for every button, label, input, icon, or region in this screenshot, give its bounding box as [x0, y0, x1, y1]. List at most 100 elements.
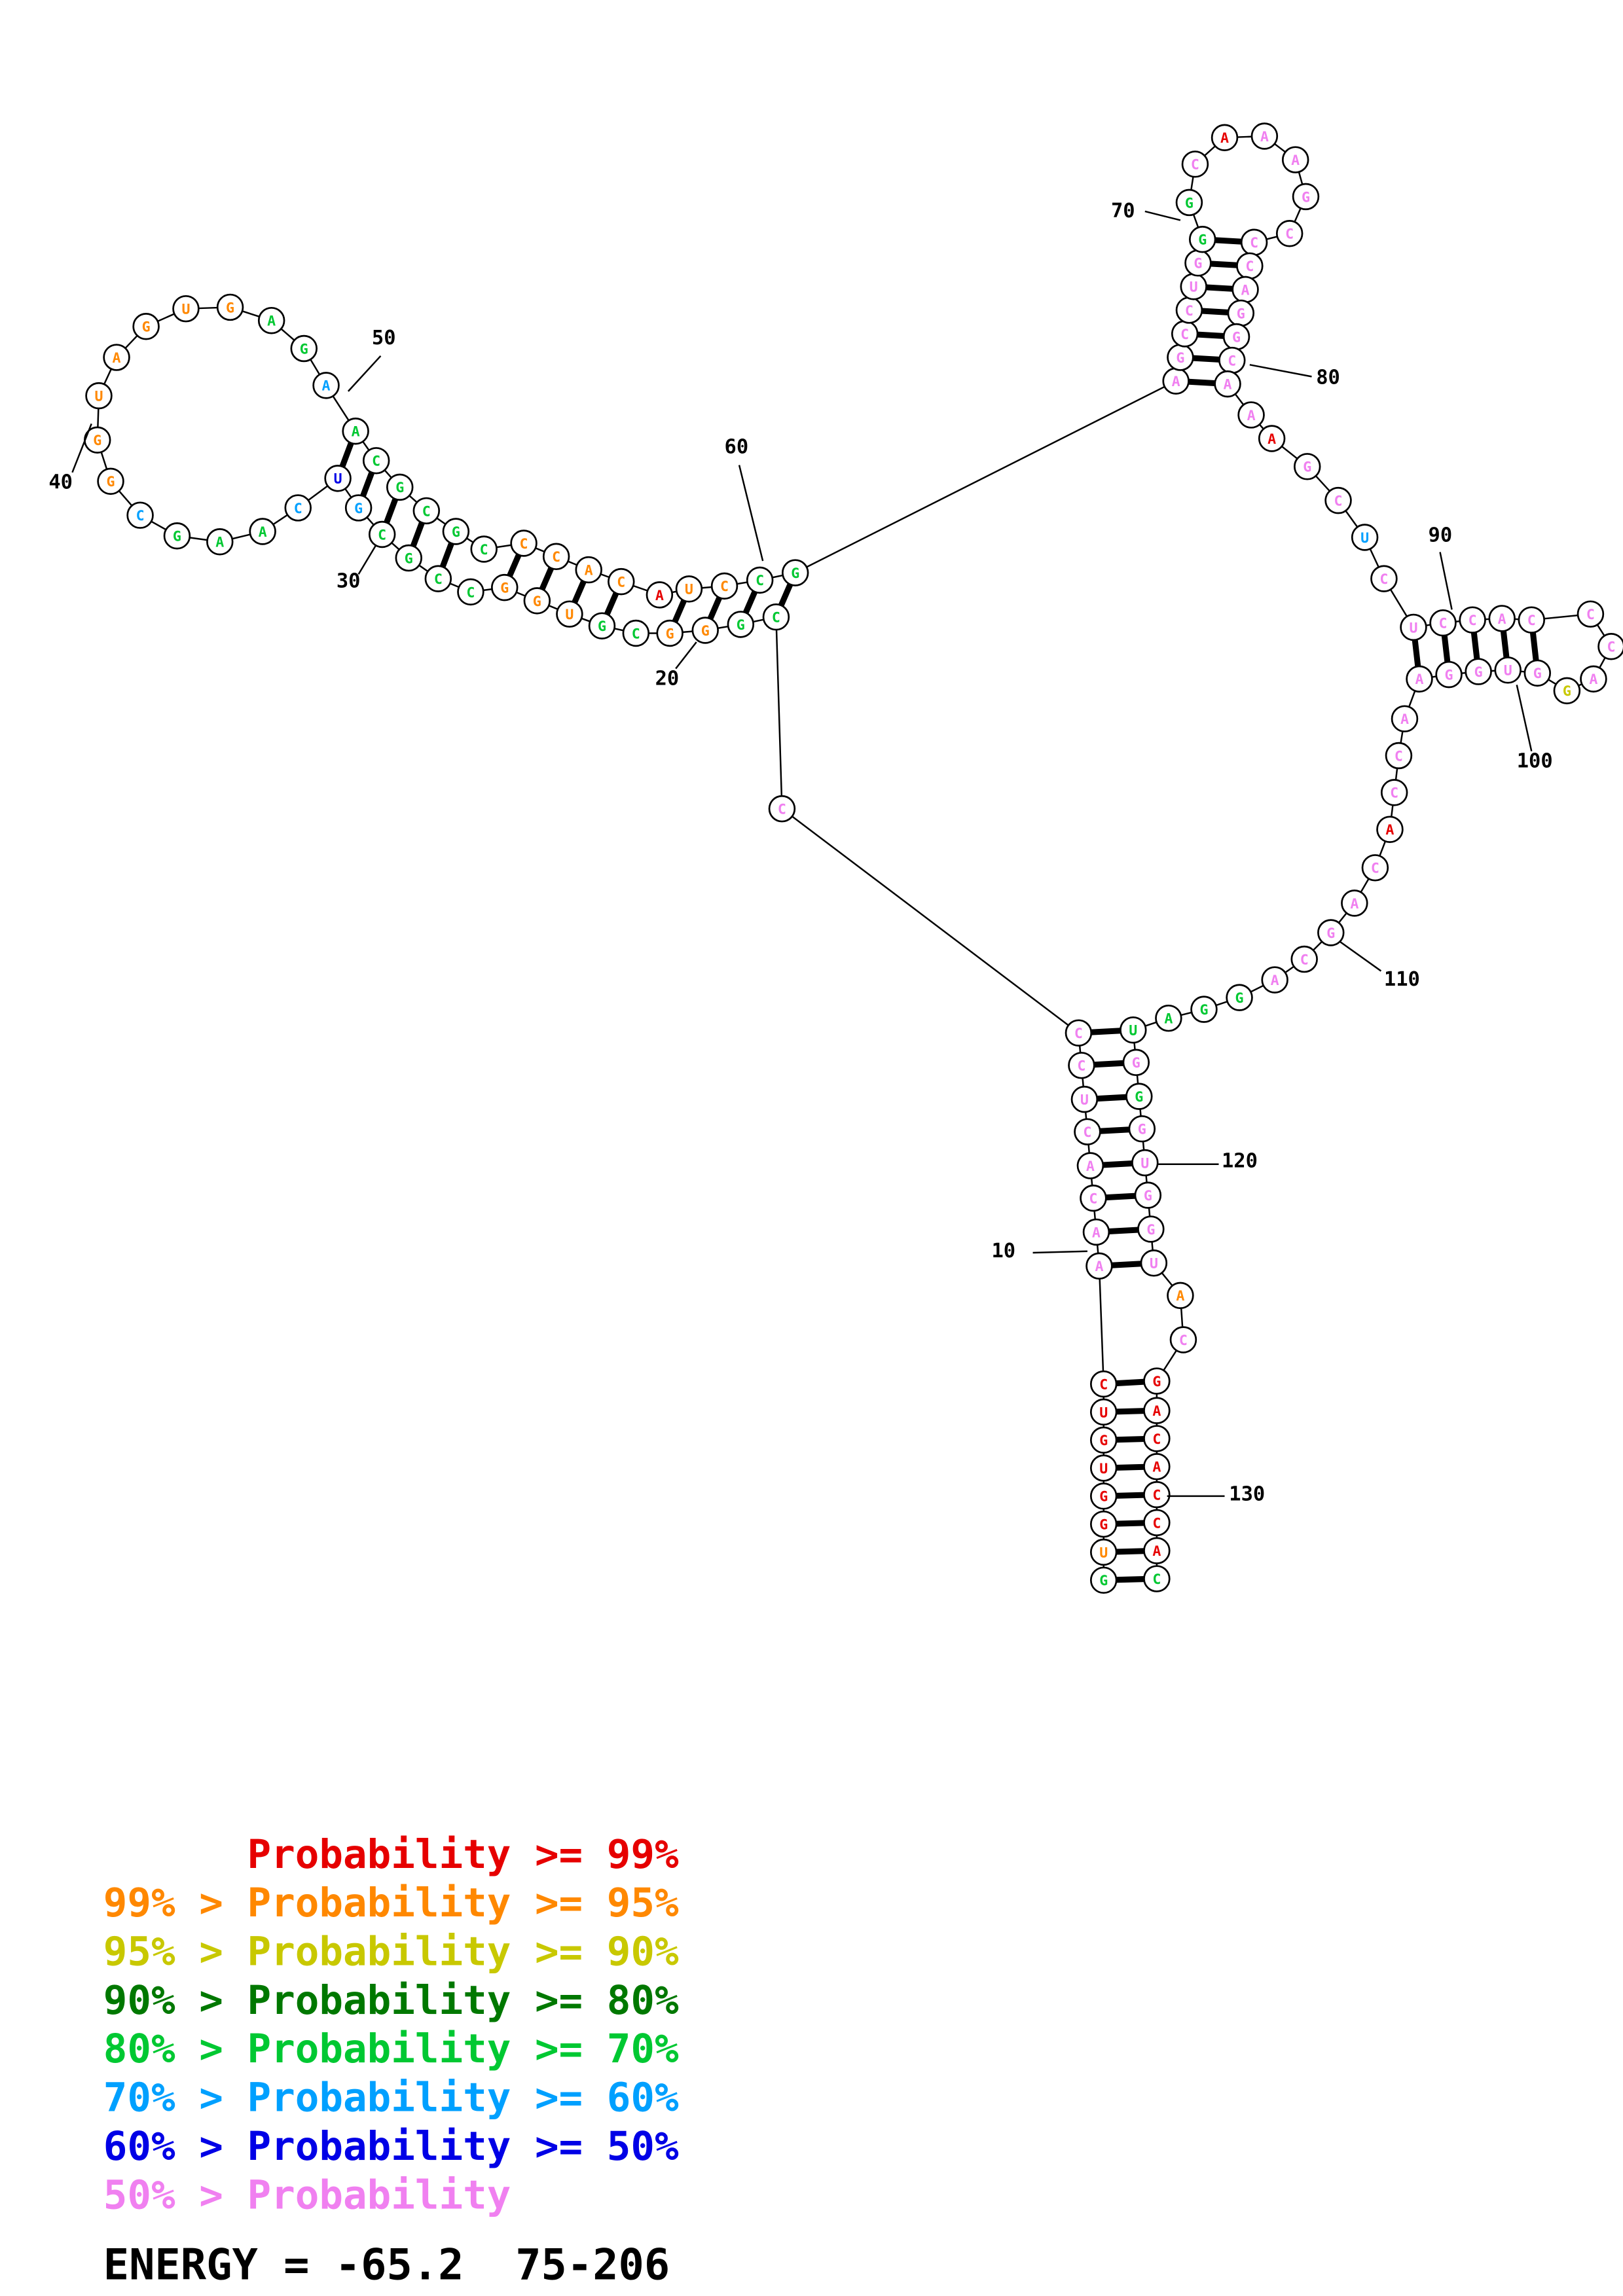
nucleotide-33: C — [284, 494, 312, 522]
nucleotide-37: C — [126, 501, 154, 529]
nucleotide-124: A — [1167, 1282, 1194, 1310]
nucleotide-letter: G — [1099, 1517, 1108, 1534]
nucleotide-circle — [1459, 606, 1486, 634]
nucleotide-circle — [1292, 183, 1320, 211]
nucleotide-letter: G — [395, 480, 404, 496]
nucleotide-63: A — [1162, 367, 1190, 395]
nucleotide-letter: A — [1385, 822, 1394, 838]
nucleotide-21: G — [656, 619, 684, 647]
nucleotide-circle — [542, 543, 570, 571]
nucleotide-circle — [1258, 425, 1286, 452]
nucleotide-34: A — [249, 518, 276, 545]
position-label-text: 120 — [1222, 1149, 1258, 1172]
nucleotide-letter: G — [1132, 1055, 1140, 1071]
nucleotide-circle — [1167, 1282, 1194, 1310]
position-label-70: 70 — [1111, 200, 1181, 223]
nucleotide-letter: C — [1089, 1191, 1097, 1208]
nucleotide-letter: A — [267, 314, 276, 330]
nucleotide-circle — [1370, 565, 1398, 592]
nucleotide-119: G — [1128, 1115, 1156, 1143]
nucleotide-letter: G — [1099, 1489, 1108, 1505]
nucleotide-letter: C — [1527, 613, 1536, 629]
nucleotide-28: C — [424, 565, 452, 592]
nucleotide-47: A — [312, 372, 340, 399]
nucleotide-9: A — [1085, 1252, 1113, 1280]
nucleotide-69: G — [1188, 226, 1216, 253]
nucleotide-56: A — [575, 556, 602, 584]
nucleotide-letter: G — [452, 524, 460, 541]
nucleotide-circle — [675, 575, 703, 603]
nucleotide-circle — [1518, 606, 1546, 634]
position-label-text: 110 — [1384, 968, 1420, 991]
nucleotide-circle — [1137, 1215, 1165, 1243]
nucleotide-letter: C — [552, 549, 560, 565]
nucleotide-circle — [126, 501, 154, 529]
backbone-segment — [795, 380, 1176, 574]
nucleotide-circle — [1089, 1566, 1118, 1594]
nucleotide-circle — [1074, 1118, 1101, 1145]
nucleotide-letter: A — [1247, 408, 1256, 424]
nucleotide-74: A — [1281, 146, 1309, 173]
nucleotide-letter: A — [1589, 672, 1597, 688]
nucleotide-circle — [1494, 656, 1522, 684]
nucleotide-4: G — [1089, 1482, 1118, 1510]
nucleotide-letter: U — [1140, 1155, 1149, 1172]
nucleotide-circle — [510, 529, 538, 557]
nucleotide-letter: C — [1152, 1487, 1161, 1503]
label-leader-line — [738, 465, 764, 562]
nucleotide-circle — [588, 612, 616, 639]
position-label-text: 80 — [1316, 367, 1340, 389]
nucleotide-circle — [1068, 1052, 1095, 1079]
nucleotide-circle — [691, 617, 719, 644]
nucleotide-letter: C — [1152, 1431, 1161, 1448]
nucleotide-letter: G — [666, 626, 674, 642]
position-label-130: 130 — [1167, 1483, 1265, 1506]
position-label-text: 130 — [1229, 1483, 1265, 1506]
nucleotide-circle — [656, 619, 684, 647]
nucleotide-circle — [1488, 605, 1516, 632]
nucleotide-23: G — [588, 612, 616, 639]
nucleotide-letter: G — [1326, 925, 1335, 942]
nucleotide-66: C — [1175, 296, 1203, 324]
nucleotide-circle — [1400, 613, 1427, 641]
nucleotide-circle — [216, 293, 244, 321]
nucleotide-101: G — [1465, 658, 1492, 685]
nucleotide-letter: A — [1415, 672, 1423, 688]
nucleotide-circle — [132, 312, 160, 340]
nucleotide-22: C — [622, 619, 650, 647]
position-label-30: 30 — [337, 544, 377, 593]
nucleotide-circle — [1120, 1016, 1147, 1044]
nucleotide-letter: U — [1409, 620, 1417, 636]
nucleotide-31: G — [344, 494, 373, 522]
probability-legend: Probability >= 99%99% > Probability >= 9… — [103, 1832, 679, 2290]
nucleotide-circle — [457, 578, 484, 606]
nucleotide-circle — [1169, 1326, 1197, 1354]
nucleotide-35: A — [206, 528, 234, 556]
nucleotide-circle — [1082, 1218, 1110, 1246]
energy-text: ENERGY = -65.2 75-206 — [103, 2240, 670, 2290]
nucleotide-letter: G — [405, 550, 413, 567]
nucleotide-11: C — [1080, 1184, 1107, 1212]
nucleotide-127: A — [1143, 1397, 1171, 1424]
nucleotide-circle — [1143, 1480, 1171, 1509]
nucleotide-letter: C — [772, 610, 780, 626]
nucleotide-circle — [1553, 677, 1581, 705]
position-label-text: 30 — [337, 570, 361, 593]
nucleotide-130: C — [1143, 1480, 1171, 1509]
nucleotide-118: G — [1125, 1083, 1153, 1110]
nucleotide-6: G — [1089, 1426, 1118, 1454]
nucleotide-52: G — [442, 518, 470, 545]
nucleotide-73: A — [1250, 122, 1279, 150]
nucleotide-88: U — [1351, 524, 1379, 551]
label-leader-line — [675, 641, 697, 670]
nucleotide-circle — [1155, 1004, 1182, 1032]
position-label-text: 50 — [372, 327, 396, 350]
nucleotide-letter: C — [1468, 613, 1477, 629]
nucleotide-letter: G — [1302, 189, 1310, 206]
nucleotide-circle — [1128, 1115, 1156, 1143]
nucleotide-circle — [1597, 633, 1623, 660]
legend-row: 99% > Probability >= 95% — [103, 1880, 679, 1926]
nucleotide-circle — [646, 581, 674, 609]
nucleotide-71: C — [1181, 151, 1209, 178]
